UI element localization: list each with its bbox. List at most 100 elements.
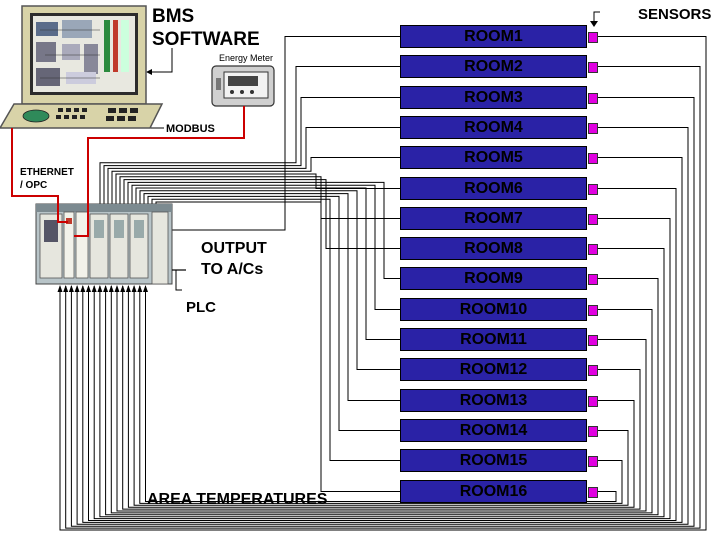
room-box: ROOM1	[400, 25, 587, 48]
opc-label: / OPC	[20, 180, 48, 191]
ethernet-opc-cable	[11, 128, 68, 223]
sensor-icon	[588, 244, 598, 255]
wire	[107, 127, 400, 204]
wire	[155, 201, 400, 492]
modbus-label: MODBUS	[166, 123, 215, 135]
input-arrow	[63, 285, 69, 292]
wiring	[57, 11, 707, 531]
room-box: ROOM3	[400, 86, 587, 109]
bms-computer-icon	[0, 5, 164, 129]
wire	[93, 218, 671, 520]
input-arrow	[114, 285, 120, 292]
input-arrow	[91, 285, 97, 292]
input-arrow	[108, 285, 114, 292]
sensor-icon	[588, 153, 598, 164]
input-arrow	[97, 285, 103, 292]
sensor-icon	[588, 184, 598, 195]
wire	[110, 286, 653, 514]
plc-label: PLC	[186, 299, 216, 316]
sensor-icon	[588, 456, 598, 467]
input-arrow	[131, 285, 137, 292]
output-label: OUTPUT	[201, 240, 267, 257]
ethernet-label: ETHERNET	[20, 167, 74, 178]
input-arrow	[68, 285, 74, 292]
wire	[76, 127, 689, 525]
area-temperatures-label: AREA TEMPERATURES	[147, 491, 328, 508]
sensor-icon	[588, 32, 598, 43]
bms-arrow	[146, 69, 152, 75]
energy-meter-icon	[211, 65, 275, 107]
sensors-arrow	[590, 21, 598, 27]
wire	[135, 187, 400, 340]
sensor-icon	[588, 487, 598, 498]
wire	[103, 97, 400, 204]
to-acs-label: TO A/Cs	[201, 261, 264, 278]
wire	[70, 97, 695, 527]
sensor-icon	[588, 305, 598, 316]
wire	[99, 66, 400, 204]
sensor-icon	[588, 335, 598, 346]
room-box: ROOM15	[400, 449, 587, 472]
room-box: ROOM10	[400, 298, 587, 321]
wire	[133, 286, 629, 506]
wire	[65, 66, 701, 529]
input-arrow	[80, 285, 86, 292]
network-cables	[11, 106, 245, 237]
input-arrow	[74, 285, 80, 292]
input-arrow	[137, 285, 143, 292]
sensor-icon	[588, 365, 598, 376]
wire	[143, 193, 400, 401]
wire	[139, 286, 623, 504]
sensor-icon	[588, 274, 598, 285]
modbus-cable	[74, 106, 245, 237]
wire	[593, 11, 600, 24]
room-box: ROOM11	[400, 328, 587, 351]
input-arrow	[103, 285, 109, 292]
room-box: ROOM12	[400, 358, 587, 381]
sensors-label: SENSORS	[638, 6, 712, 23]
wire	[147, 195, 400, 431]
wire	[123, 179, 400, 249]
wire	[139, 190, 400, 370]
wire	[105, 278, 659, 516]
room-box: ROOM7	[400, 207, 587, 230]
room-box: ROOM16	[400, 480, 587, 503]
sensor-icon	[588, 396, 598, 407]
room-box: ROOM6	[400, 177, 587, 200]
room-box: ROOM13	[400, 389, 587, 412]
wire	[59, 36, 707, 531]
wire	[127, 286, 635, 508]
wire	[131, 184, 400, 310]
wire	[119, 176, 400, 219]
room-box: ROOM4	[400, 116, 587, 139]
wire	[116, 286, 647, 512]
room-box: ROOM2	[400, 55, 587, 78]
input-arrow	[143, 285, 148, 292]
plc-rack-icon	[35, 203, 173, 285]
sensor-icon	[588, 123, 598, 134]
room-box: ROOM14	[400, 419, 587, 442]
room-box: ROOM9	[400, 267, 587, 290]
wire	[88, 188, 677, 521]
wire	[150, 48, 173, 73]
wire	[99, 248, 665, 518]
wire	[122, 286, 641, 510]
software-label: SOFTWARE	[152, 29, 260, 50]
input-arrow	[125, 285, 131, 292]
wire	[175, 270, 182, 291]
input-arrow	[57, 285, 63, 292]
sensor-icon	[588, 93, 598, 104]
input-arrow	[86, 285, 91, 292]
wire	[111, 157, 400, 204]
wire	[145, 286, 617, 502]
input-arrow	[120, 285, 126, 292]
sensor-icon	[588, 426, 598, 437]
sensor-icon	[588, 214, 598, 225]
wire	[151, 198, 400, 461]
sensor-icon	[588, 62, 598, 73]
wire	[127, 181, 400, 279]
bms-label: BMS	[152, 6, 195, 27]
wire	[82, 157, 683, 523]
wire	[172, 36, 400, 231]
